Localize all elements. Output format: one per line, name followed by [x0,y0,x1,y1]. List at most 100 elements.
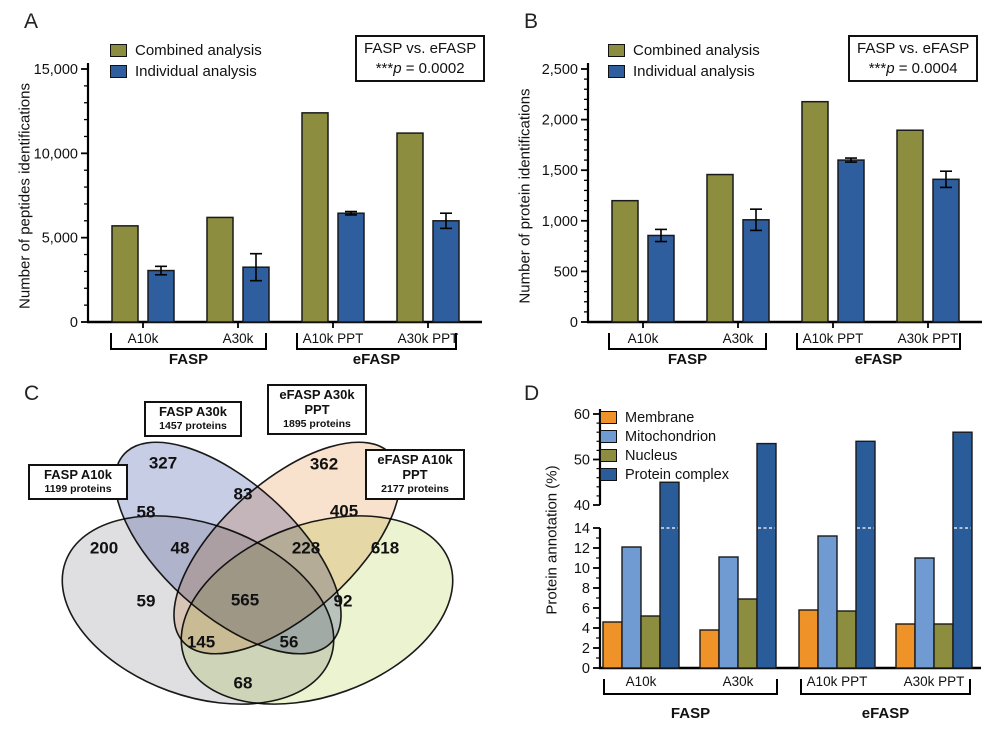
y-tick-label: 15,000 [34,62,78,78]
venn-region-value: 59 [136,591,156,611]
legend-label: Mitochondrion [625,428,717,445]
venn-region-value: 405 [329,501,359,521]
legend-label: Individual analysis [135,63,257,80]
y-tick-label: 2,500 [542,62,578,78]
venn-region-value: 58 [136,502,156,522]
panel-d-legend: Membrane Mitochondrion Nucleus Protein c… [600,408,729,484]
y-tick-label: 6 [582,601,590,617]
venn-region-value: 327 [148,453,178,473]
protein-complex-swatch [600,468,617,481]
y-tick-label: 500 [554,264,578,280]
bar-nucleus [737,598,758,669]
stat-box-title: FASP vs. eFASP [857,40,970,57]
venn-region-value: 56 [279,632,299,652]
legend-label: Combined analysis [135,42,262,59]
legend-item: Nucleus [600,446,729,465]
y-tick-label: 2 [582,641,590,657]
venn-region-value: 228 [291,538,321,558]
panel-a-stat-box: FASP vs. eFASP ***p = 0.0002 [355,35,486,82]
legend-item: Combined analysis [608,40,760,61]
bar-a10k-ppt [301,112,329,323]
venn-set-name: FASP A10k [44,467,112,482]
bar-membrane [602,621,623,669]
x-category-label: A10k PPT [807,674,868,689]
venn-set-name: FASP A30k [159,404,227,419]
group-label: FASP [169,351,208,368]
x-category-label: A30k PPT [904,674,965,689]
x-category-label: A30k PPT [898,331,959,346]
group-label: eFASP [353,351,401,368]
venn-region-value: 68 [233,673,253,693]
group-bracket [608,333,767,350]
bar-protein-complex [952,431,973,669]
bar-mitochondrion [817,535,838,669]
venn-set-box-efasp-a30k-ppt: eFASP A30k PPT 1895 proteins [267,384,367,435]
venn-set-count: 1895 proteins [283,417,351,430]
venn-region-value: 145 [186,632,216,652]
bar-a10k [647,234,675,323]
bar-nucleus [933,623,954,669]
x-category-label: A30k PPT [398,331,459,346]
venn-set-count: 1457 proteins [159,419,227,432]
venn-set-box-efasp-a10k-ppt: eFASP A10k PPT 2177 proteins [365,449,465,500]
x-category-label: A30k [223,331,254,346]
legend-label: Membrane [625,409,695,426]
group-bracket [110,333,267,350]
y-tick-label: 12 [574,541,590,557]
bar-a30k-ppt [396,132,424,323]
bar-a10k [111,225,139,323]
legend-item: Mitochondrion [600,427,729,446]
bar-a30k [206,216,234,323]
stat-box-title: FASP vs. eFASP [364,40,477,57]
group-label: eFASP [862,705,910,722]
group-bracket [800,679,971,695]
y-tick-label: 14 [574,521,590,537]
venn-set-name: eFASP A10k PPT [377,452,453,482]
bar-protein-complex [756,442,777,669]
legend-item: Protein complex [600,465,729,484]
legend-label: Individual analysis [633,63,755,80]
x-category-label: A10k [128,331,159,346]
panel-d-letter: D [524,382,540,405]
panel-a-letter: A [24,10,39,33]
panel-b-y-axis-title: Number of protein identifications [516,88,534,304]
bar-a30k-ppt [932,178,960,323]
venn-set-name: eFASP A30k PPT [279,387,355,417]
bar-a10k [147,269,175,323]
bar-mitochondrion [621,546,642,669]
y-tick-label: 2,000 [542,113,578,129]
venn-set-count: 2177 proteins [381,482,449,495]
panel-c-letter: C [24,382,40,405]
stat-box-pvalue: ***p = 0.0004 [868,59,958,77]
combined-analysis-swatch [608,44,625,57]
panel-d-y-axis-title: Protein annotation (%) [543,465,561,615]
bar-a10k-ppt [337,212,365,323]
venn-region-value: 618 [370,538,400,558]
panel-a-legend: Combined analysis Individual analysis [110,40,262,82]
bar-protein-complex [855,440,876,669]
group-bracket [296,333,457,350]
y-tick-label: 5,000 [42,231,78,247]
x-category-label: A10k PPT [803,331,864,346]
bar-a10k-ppt [801,100,829,323]
y-tick-label: 10 [574,561,590,577]
bar-a30k [706,173,734,323]
legend-label: Nucleus [625,447,678,464]
bar-nucleus [640,615,661,669]
y-tick-label: 60 [574,407,590,423]
venn-region-value: 565 [230,590,260,610]
legend-label: Protein complex [625,466,729,483]
y-tick-label: 1,000 [542,214,578,230]
nucleus-swatch [600,449,617,462]
venn-region-value: 83 [233,484,253,504]
group-bracket [796,333,961,350]
group-label: FASP [671,705,710,722]
venn-region-value: 48 [170,538,190,558]
y-tick-label: 0 [570,315,578,331]
bar-a10k-ppt [837,159,865,323]
